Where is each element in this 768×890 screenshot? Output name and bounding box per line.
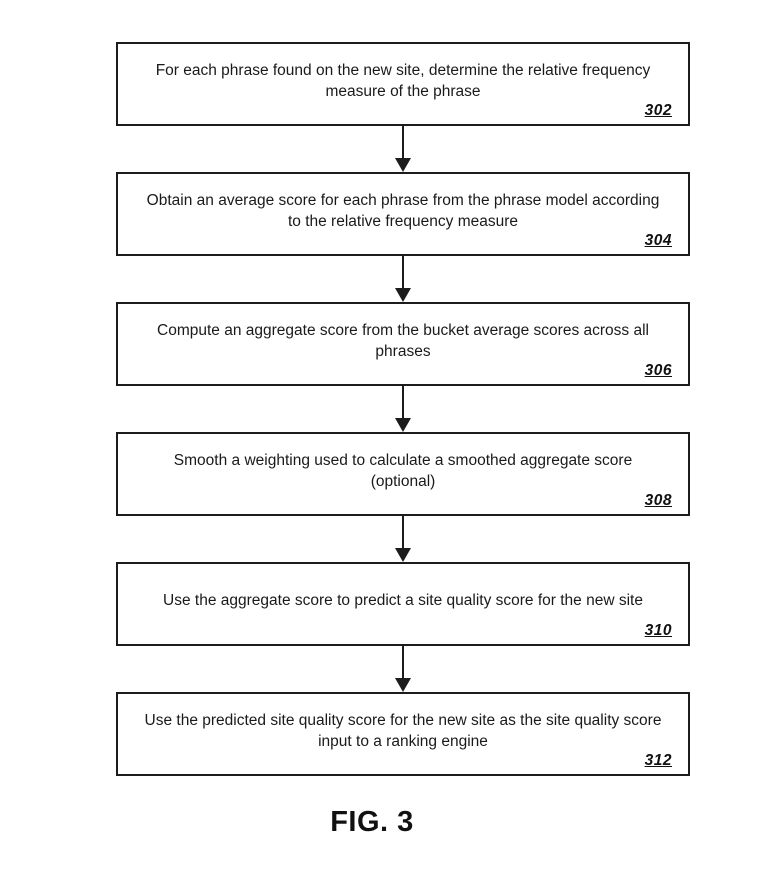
arrow-head <box>395 548 411 562</box>
step-302-text: For each phrase found on the new site, d… <box>155 61 651 100</box>
arrow-line <box>401 516 405 549</box>
arrow-line <box>401 126 405 159</box>
arrow-line <box>401 386 405 419</box>
arrow-down-icon <box>116 256 690 302</box>
step-306-text: Compute an aggregate score from the buck… <box>157 321 649 360</box>
step-308-ref: 308 <box>644 492 672 509</box>
flowchart: For each phrase found on the new site, d… <box>116 42 690 776</box>
step-310-text: Use the aggregate score to predict a sit… <box>163 592 643 610</box>
figure-caption: FIG. 3 <box>330 806 414 838</box>
step-312-box: Use the predicted site quality score for… <box>116 692 690 776</box>
arrow-line <box>401 646 405 679</box>
step-308-box: Smooth a weighting used to calculate a s… <box>116 432 690 516</box>
step-304-text: Obtain an average score for each phrase … <box>146 191 660 230</box>
step-312-text: Use the predicted site quality score for… <box>144 711 662 750</box>
step-310-ref: 310 <box>644 622 672 639</box>
arrow-head <box>395 678 411 692</box>
step-302-box: For each phrase found on the new site, d… <box>116 42 690 126</box>
arrow-down-icon <box>116 646 690 692</box>
step-310-box: Use the aggregate score to predict a sit… <box>116 562 690 646</box>
step-304-box: Obtain an average score for each phrase … <box>116 172 690 256</box>
arrow-head <box>395 158 411 172</box>
arrow-line <box>401 256 405 289</box>
arrow-down-icon <box>116 126 690 172</box>
step-302-ref: 302 <box>644 102 672 119</box>
arrow-down-icon <box>116 516 690 562</box>
step-306-box: Compute an aggregate score from the buck… <box>116 302 690 386</box>
step-304-ref: 304 <box>644 232 672 249</box>
arrow-down-icon <box>116 386 690 432</box>
step-306-ref: 306 <box>644 362 672 379</box>
step-312-ref: 312 <box>644 752 672 769</box>
arrow-head <box>395 418 411 432</box>
step-308-text: Smooth a weighting used to calculate a s… <box>173 451 633 490</box>
arrow-head <box>395 288 411 302</box>
